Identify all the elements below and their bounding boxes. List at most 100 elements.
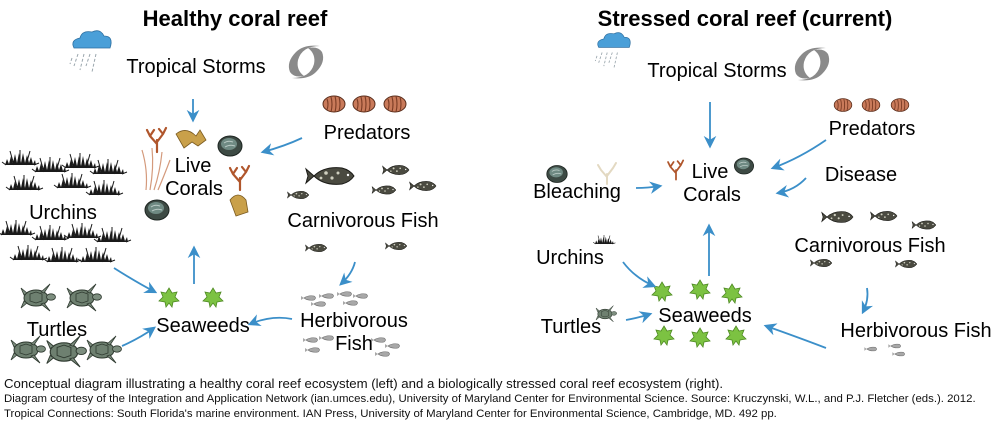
small-fish-icon [374, 351, 390, 357]
arrow-turtles-to-seaweeds [121, 326, 157, 347]
small-fish-icon [310, 301, 326, 307]
left-tropical-storms-label: Tropical Storms [126, 56, 265, 78]
grouper-fish-icon [305, 167, 355, 185]
shell-icon [322, 95, 346, 113]
caption-credit: Diagram courtesy of the Integration and … [4, 393, 976, 420]
left-live-corals-label-1: Live [175, 155, 212, 177]
shell-icon [833, 98, 853, 112]
seaweed-icon [721, 283, 743, 304]
arrow-urchins-to-seaweeds [113, 267, 158, 294]
healthy-panel-title: Healthy coral reef [143, 6, 328, 31]
hurricane-icon [794, 47, 830, 81]
small-fish-icon [342, 300, 358, 306]
healthy-panel: Healthy coral reef Tropical Storms Preda… [0, 6, 439, 368]
urchin-icon [5, 174, 44, 191]
small-fish-icon [336, 291, 352, 297]
grouper-fish-icon [895, 260, 918, 268]
urchin-icon [31, 156, 70, 173]
coral-boulder-icon [217, 135, 243, 157]
shell-icon [861, 98, 881, 112]
urchin-icon [61, 152, 100, 169]
seaweed-icon [689, 327, 711, 348]
arrow-carnivorous-to-herbivorous [339, 261, 356, 286]
arrow-predators-to-corals [770, 139, 827, 171]
stressed-panel-title: Stressed coral reef (current) [598, 6, 893, 31]
bleached-coral-boulder-icon [546, 165, 568, 183]
turtle-icon [66, 283, 102, 312]
arrow-predators-to-corals [260, 137, 303, 156]
right-tropical-storms-label: Tropical Storms [647, 60, 786, 82]
seaweed-icon [725, 325, 747, 346]
arrow-herbivorous-to-seaweeds [247, 314, 293, 327]
stressed-panel: Stressed coral reef (current) Tropical S… [533, 6, 992, 357]
small-fish-icon [891, 351, 906, 357]
urchin-icon [31, 224, 70, 241]
coral-branch-icon [667, 159, 685, 181]
arrow-bleaching-to-corals [635, 181, 663, 194]
small-fish-icon [887, 343, 902, 349]
right-live-corals-label-2: Corals [683, 184, 741, 206]
left-carnivorous-fish-label: Carnivorous Fish [287, 210, 438, 232]
grouper-fish-icon [911, 220, 937, 230]
grouper-fish-icon [305, 244, 328, 252]
figure-caption: Conceptual diagram illustrating a health… [4, 376, 1000, 421]
shell-icon [890, 98, 910, 112]
right-turtles-label: Turtles [541, 316, 601, 338]
shell-icon [383, 95, 407, 113]
left-herbivorous-fish-label-2: Fish [335, 333, 373, 355]
grouper-fish-icon [821, 211, 854, 223]
shell-icon [352, 95, 376, 113]
grouper-fish-icon [371, 185, 397, 195]
urchin-icon [85, 179, 124, 196]
left-seaweeds-label: Seaweeds [156, 315, 249, 337]
small-fish-icon [318, 293, 334, 299]
seaweed-icon [689, 279, 711, 300]
right-herbivorous-fish-label: Herbivorous Fish [840, 320, 991, 342]
urchin-icon [53, 172, 92, 189]
arrow-disease-to-corals [775, 177, 807, 198]
urchin-icon [9, 244, 48, 261]
right-predators-label: Predators [829, 118, 916, 140]
left-predators-label: Predators [324, 122, 411, 144]
urchin-icon [43, 246, 82, 263]
bleached-coral-branch-icon [597, 162, 617, 185]
storm-cloud-icon [594, 32, 631, 69]
small-fish-icon [370, 337, 386, 343]
seaweed-icon [653, 325, 675, 346]
left-herbivorous-fish-label-1: Herbivorous [300, 310, 408, 332]
arrow-turtles-to-seaweeds [625, 311, 653, 324]
small-fish-icon [302, 337, 318, 343]
arrow-carnivorous-to-herbivorous [861, 287, 874, 315]
small-fish-icon [300, 295, 316, 301]
right-seaweeds-label: Seaweeds [658, 305, 751, 327]
hurricane-icon [288, 45, 324, 79]
small-fish-icon [863, 346, 878, 352]
turtle-icon [86, 335, 122, 364]
right-carnivorous-fish-label: Carnivorous Fish [794, 235, 945, 257]
urchin-icon [93, 226, 132, 243]
left-urchins-label: Urchins [29, 202, 97, 224]
grouper-fish-icon [409, 181, 437, 191]
small-fish-icon [304, 347, 320, 353]
arrow-urchins-to-seaweeds [622, 261, 657, 288]
seagrass-icon [141, 147, 171, 191]
coral-yellow-icon [229, 194, 249, 217]
right-disease-label: Disease [825, 164, 897, 186]
right-live-corals-label-1: Live [692, 161, 729, 183]
right-bleaching-label: Bleaching [533, 181, 621, 203]
small-fish-icon [352, 293, 368, 299]
storm-cloud-icon [69, 30, 112, 73]
grouper-fish-icon [810, 259, 833, 267]
urchin-icon [1, 149, 40, 166]
small-fish-icon [318, 335, 334, 341]
left-turtles-label: Turtles [27, 319, 87, 341]
small-fish-icon [384, 343, 400, 349]
coral-boulder-icon [734, 157, 754, 175]
urchin-icon [77, 246, 116, 263]
grouper-fish-icon [382, 165, 410, 175]
seaweed-icon [202, 287, 224, 308]
seaweed-icon [651, 281, 673, 302]
coral-branch-icon [228, 164, 251, 192]
seaweed-icon [158, 287, 180, 308]
